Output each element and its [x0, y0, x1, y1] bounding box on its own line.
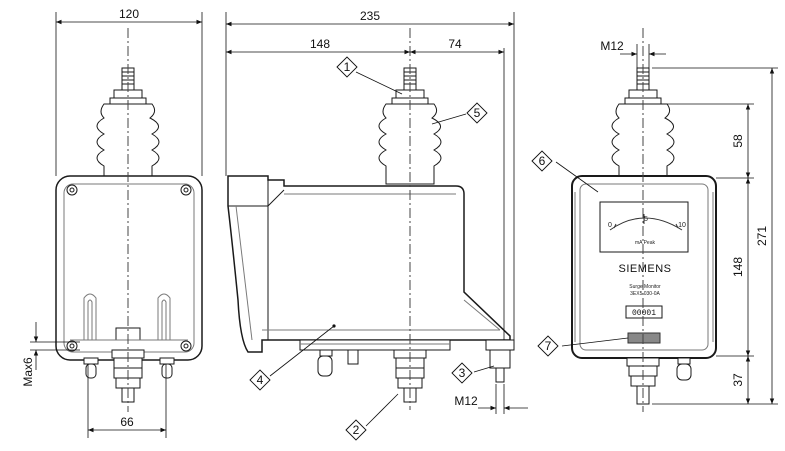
- callout-6: 6: [539, 154, 546, 168]
- callout-5: 5: [474, 106, 481, 120]
- callout-1: 1: [344, 60, 351, 74]
- product-line2: 3EX5 030-0A: [630, 291, 660, 297]
- dim-front-width: 120: [119, 7, 139, 21]
- callout-shape-7: [537, 335, 559, 357]
- panel-view: [571, 28, 717, 412]
- front-housing: [55, 175, 203, 361]
- front-dimensions: [30, 12, 203, 438]
- callout-7: 7: [545, 339, 552, 353]
- dim-side-overall: 235: [360, 9, 380, 23]
- side-housing: [227, 175, 511, 353]
- dim-panel-top-thread: M12: [600, 39, 624, 53]
- meter-scale-mid: 5: [644, 216, 648, 223]
- counter-box: [625, 305, 663, 319]
- meter-scale-min: 0: [608, 222, 612, 229]
- product-line1: Surge Monitor: [629, 284, 661, 290]
- dim-panel-upper: 58: [731, 134, 745, 148]
- dim-max-gap: Max6: [21, 357, 35, 387]
- counter-value: 00001: [632, 309, 656, 318]
- dim-side-left: 148: [310, 37, 330, 51]
- brand-name: SIEMENS: [618, 263, 671, 275]
- side-view: [227, 28, 515, 410]
- side-dimensions: [225, 12, 528, 414]
- front-view: [55, 28, 203, 412]
- callout-leaders: [269, 71, 629, 427]
- callout-4: 4: [257, 373, 264, 387]
- callout-shape-6: [531, 150, 553, 172]
- dim-side-bottom-thread: M12: [454, 394, 478, 408]
- callout-shape-5: [466, 102, 488, 124]
- callout-shape-2: [345, 419, 367, 441]
- callout-markers: [249, 56, 559, 441]
- dim-panel-overall: 271: [755, 226, 769, 246]
- callout-3: 3: [459, 366, 466, 380]
- rating-plate: [627, 332, 661, 344]
- callout-shape-1: [336, 56, 358, 78]
- panel-dimensions: [620, 44, 778, 405]
- meter-scale-max: 10: [678, 222, 686, 229]
- meter-unit: mA Peak: [635, 240, 656, 246]
- dim-side-right: 74: [448, 37, 462, 51]
- callout-shape-4: [249, 369, 271, 391]
- callout-2: 2: [353, 423, 360, 437]
- callout-shape-3: [451, 362, 473, 384]
- dim-panel-middle: 148: [731, 257, 745, 277]
- dim-panel-lower: 37: [731, 373, 745, 387]
- dim-front-bottom-width: 66: [120, 415, 134, 429]
